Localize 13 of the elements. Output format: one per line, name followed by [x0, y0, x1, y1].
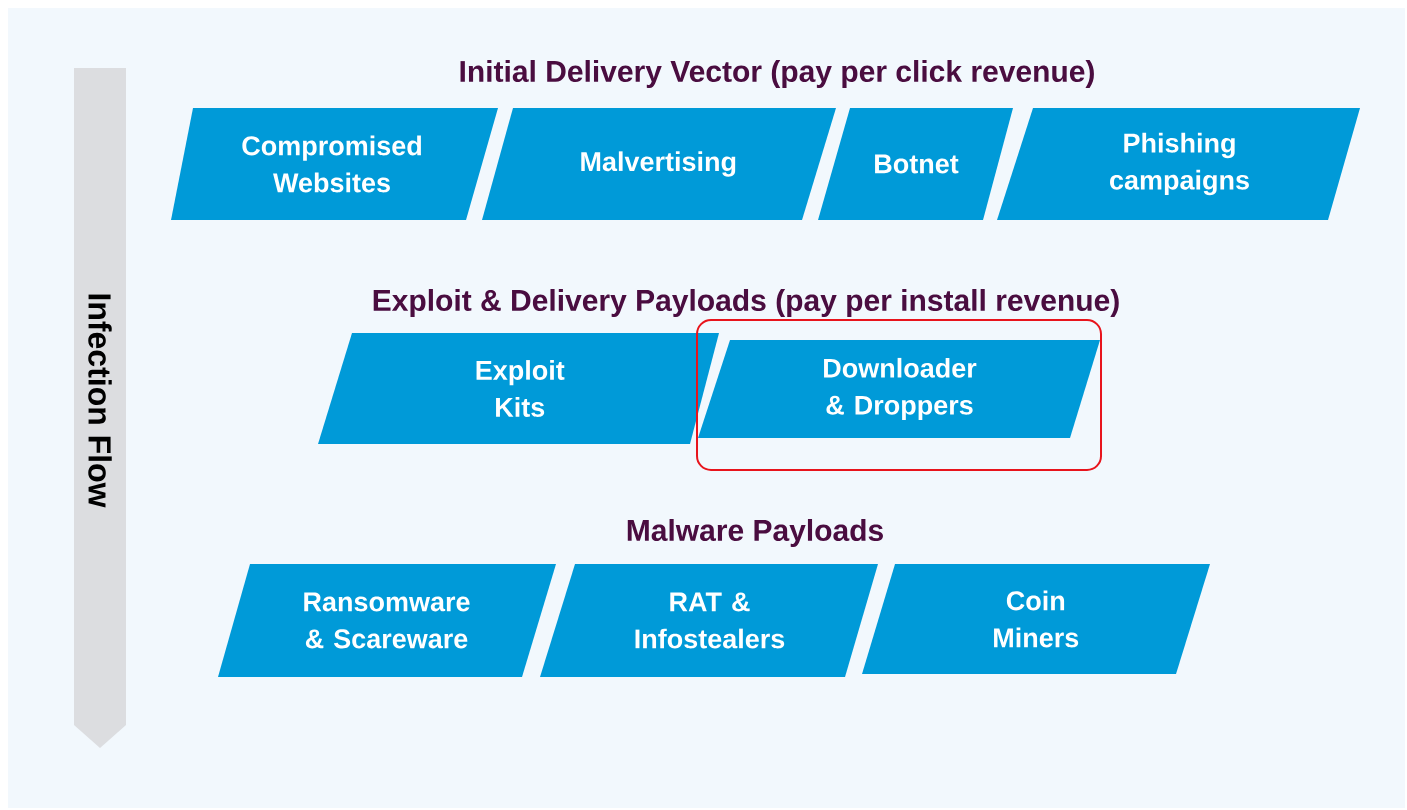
section-heading: Exploit & Delivery Payloads (pay per install revenue) [373, 289, 1119, 317]
section-heading: Malware Payloads [627, 519, 883, 547]
highlight-frame [696, 319, 1102, 471]
category-parallelogram: Coin Miners [862, 564, 1210, 674]
section-heading: Initial Delivery Vector (pay per click revenue) [460, 60, 1094, 88]
category-parallelogram: Downloader & Droppers [698, 340, 1100, 438]
category-parallelogram: Botnet [818, 108, 1013, 220]
category-parallelogram: Compromised Websites [171, 108, 498, 220]
category-parallelogram: Ransomware & Scareware [218, 564, 556, 677]
category-parallelogram: Exploit Kits [318, 333, 719, 444]
category-parallelogram: Malvertising [482, 108, 836, 220]
node-label: Exploit Kits [476, 360, 565, 417]
category-parallelogram: RAT & Infostealers [540, 564, 878, 677]
